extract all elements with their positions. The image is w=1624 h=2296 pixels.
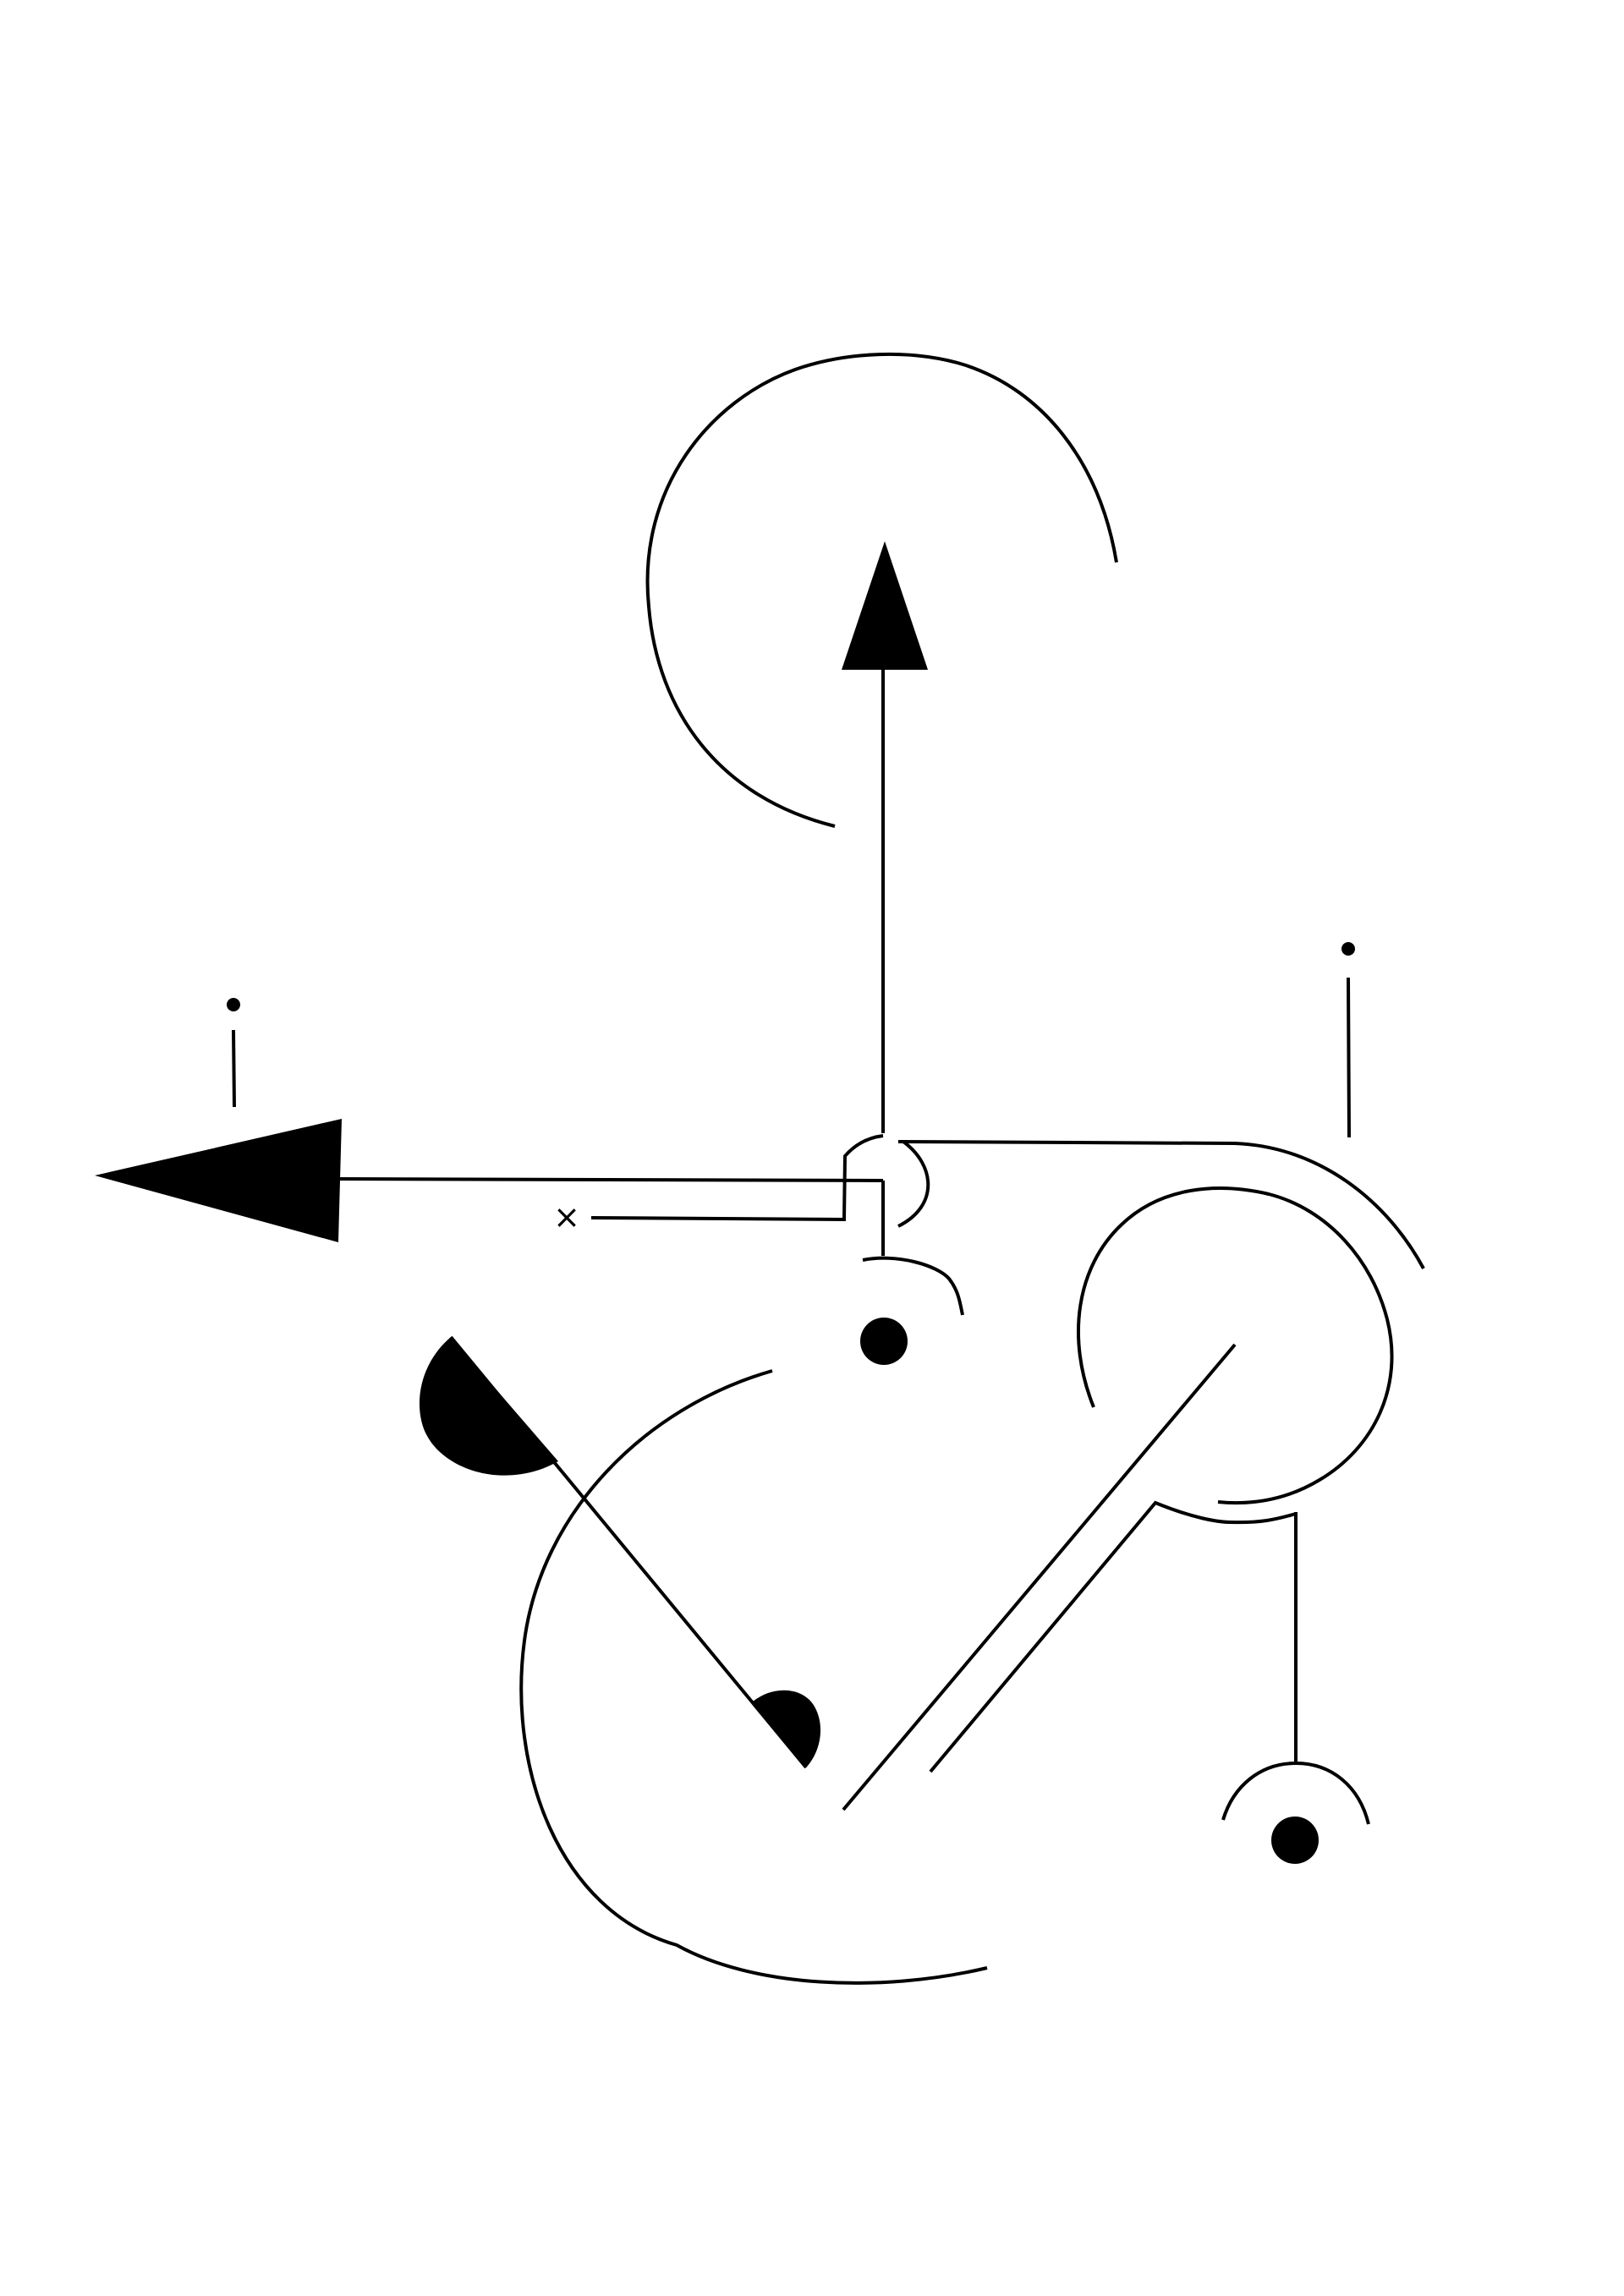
top-right-bond [897,1140,1425,1269]
left-long-diagonal [449,1335,808,1769]
upper-left-wedge [419,1337,558,1476]
right-tick-stroke [1347,977,1351,1138]
right-ring-arc [1076,1186,1394,1505]
small-lower-wedge [753,1690,821,1767]
right-dot-marker [1341,942,1355,956]
lower-right-arc [1221,1761,1370,1825]
central-lower-dot [860,1318,908,1365]
large-lower-arc [519,1369,988,1985]
cross-mark: × [553,1198,580,1236]
central-step-line [590,1134,884,1222]
upward-arrowhead [842,541,928,670]
upper-open-arc [645,352,1118,828]
lower-right-dot [1271,1817,1319,1864]
left-arrowhead [95,1119,342,1242]
central-bump-arc [897,1140,930,1228]
right-parallel-diagonal [929,1500,1297,1773]
left-dot-marker [227,998,240,1011]
left-tick-stroke [232,1029,236,1108]
left-arrow-shaft [337,1177,884,1182]
central-lower-arc [862,1256,964,1316]
right-long-diagonal [842,1343,1237,1811]
